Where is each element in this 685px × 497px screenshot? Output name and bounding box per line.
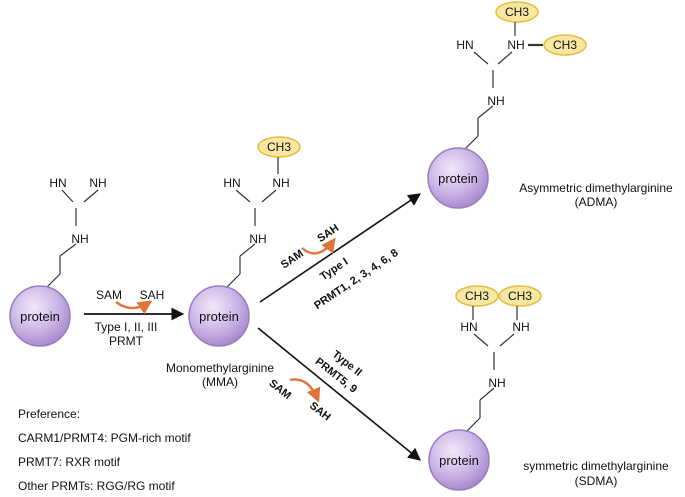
mma-abbrev-label: (MMA) bbox=[202, 375, 238, 389]
backbone-nh-label: NH bbox=[488, 376, 505, 390]
sdma-name-label: symmetric dimethylarginine bbox=[523, 459, 669, 473]
methyl-group-badge bbox=[498, 285, 542, 307]
sam-label: SAM bbox=[96, 288, 122, 302]
protein-sphere: protein bbox=[427, 147, 489, 209]
mma-name-label: Monomethylarginine bbox=[166, 361, 274, 375]
methyl-label: CH3 bbox=[465, 289, 489, 303]
cofactor-curve-arrow bbox=[115, 300, 153, 315]
imine-label: HN bbox=[223, 176, 240, 190]
sah-label: SAH bbox=[315, 222, 341, 245]
arginine-molecule: HN NH NH protein bbox=[9, 176, 107, 347]
backbone-nh-label: NH bbox=[71, 232, 88, 246]
protein-sphere: protein bbox=[9, 285, 71, 347]
backbone-nh-label: NH bbox=[249, 232, 266, 246]
methyl-label: CH3 bbox=[267, 140, 291, 154]
preference-item: CARM1/PRMT4: PGM-rich motif bbox=[18, 431, 191, 445]
preference-item: PRMT7: RXR motif bbox=[18, 455, 121, 469]
methyl-group-badge bbox=[257, 136, 301, 158]
protein-sphere: protein bbox=[188, 285, 250, 347]
methyl-label: CH3 bbox=[505, 5, 529, 19]
methyl-group-badge bbox=[495, 1, 539, 23]
sam-label: SAM bbox=[279, 248, 306, 272]
protein-label: protein bbox=[199, 309, 239, 324]
sam-label: SAM bbox=[267, 377, 294, 402]
type2-arrow bbox=[257, 327, 421, 461]
sdma-molecule: CH3 CH3 HN NH NH protein symmetric dimet… bbox=[428, 285, 669, 491]
methyl-group-badge bbox=[455, 285, 499, 307]
adma-bonds bbox=[463, 22, 543, 151]
methyl-label: CH3 bbox=[508, 289, 532, 303]
enzyme-types-label: Type I, II, III bbox=[95, 320, 158, 334]
protein-sphere: protein bbox=[428, 429, 490, 491]
preference-title: Preference: bbox=[18, 407, 80, 421]
protein-label: protein bbox=[438, 171, 478, 186]
adma-molecule: CH3 CH3 HN NH NH protein Asymmetric dime… bbox=[427, 1, 673, 209]
methylated-amine-label: NH bbox=[512, 320, 529, 334]
mma-molecule: CH3 HN NH NH protein Monomethylarginine … bbox=[166, 136, 301, 389]
imine-label: HN bbox=[49, 176, 66, 190]
methyl-group-badge bbox=[543, 34, 587, 56]
protein-label: protein bbox=[439, 453, 479, 468]
amine-label: NH bbox=[89, 176, 106, 190]
sah-label: SAH bbox=[307, 400, 333, 424]
preference-notes: Preference: CARM1/PRMT4: PGM-rich motif … bbox=[18, 407, 191, 493]
adma-abbrev-label: (ADMA) bbox=[575, 195, 618, 209]
backbone-nh-label: NH bbox=[487, 94, 504, 108]
methylated-imine-label: HN bbox=[460, 320, 477, 334]
adma-name-label: Asymmetric dimethylarginine bbox=[519, 181, 673, 195]
cofactor-curve-arrow bbox=[301, 237, 336, 255]
reaction-step1: SAM SAH Type I, II, III PRMT bbox=[84, 288, 185, 348]
cofactor-curve-arrow bbox=[289, 378, 321, 403]
methyl-label: CH3 bbox=[553, 38, 577, 52]
preference-item: Other PRMTs: RGG/RG motif bbox=[18, 479, 175, 493]
type1-arrow bbox=[259, 193, 422, 303]
sah-label: SAH bbox=[140, 288, 165, 302]
dimethylated-amine-label: NH bbox=[507, 38, 524, 52]
protein-label: protein bbox=[20, 309, 60, 324]
mma-bonds bbox=[225, 157, 279, 289]
enzyme-family-label: PRMT bbox=[109, 334, 144, 348]
reaction-type2: SAM SAH Type II PRMT5, 9 bbox=[257, 327, 421, 461]
arginine-bonds bbox=[45, 189, 99, 289]
methylated-amine-label: NH bbox=[272, 176, 289, 190]
imine-label: HN bbox=[456, 38, 473, 52]
reaction-type1: SAM SAH Type I PRMT1, 2, 3, 4, 6, 8 bbox=[259, 193, 422, 312]
sdma-abbrev-label: (SDMA) bbox=[575, 474, 618, 488]
sdma-bonds bbox=[465, 306, 518, 433]
